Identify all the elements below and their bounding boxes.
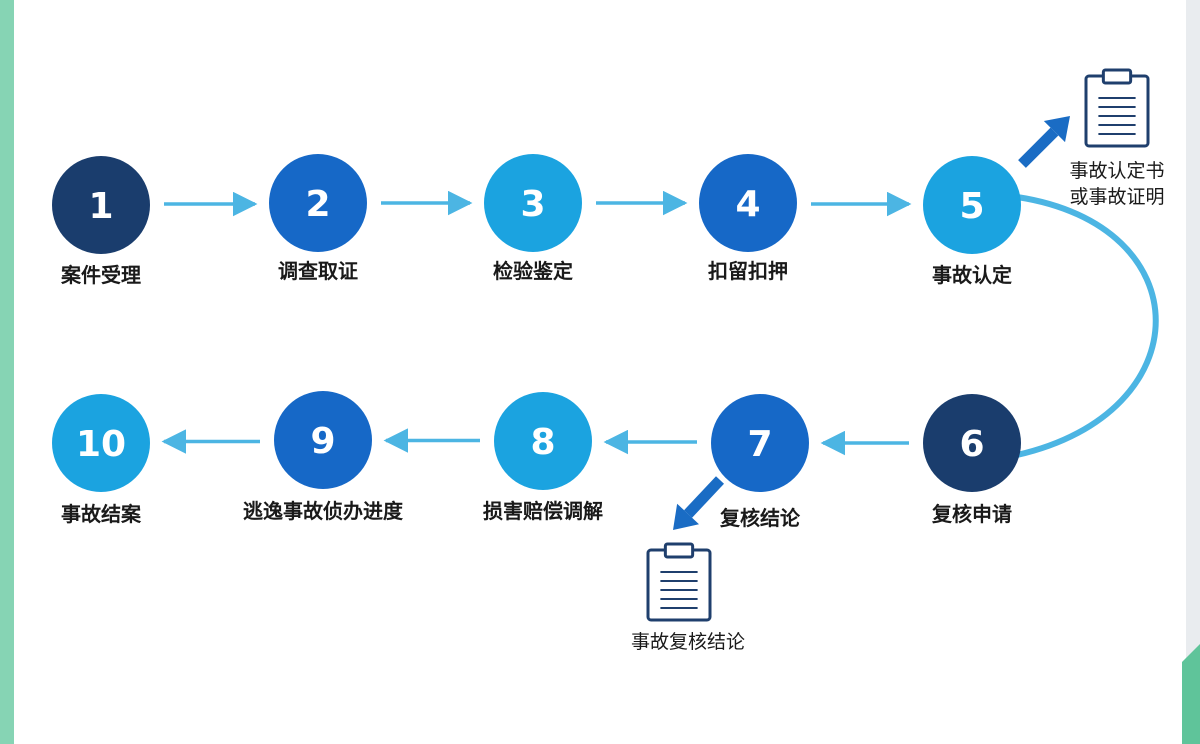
- pointer-arrow-icon: [673, 476, 725, 530]
- step-number: 5: [959, 186, 984, 227]
- step-label: 检验鉴定: [493, 259, 573, 283]
- steps-layer: 1 案件受理 2 调查取证 3 检验鉴定 4 扣留扣押 5 事故认定 6 复核申请 7 复核结论 8 损害赔偿…: [52, 154, 1021, 530]
- step-circle: [923, 394, 1021, 492]
- step-label: 事故结案: [61, 502, 142, 526]
- step-label: 复核申请: [931, 502, 1012, 526]
- clipboard-document-icon: [1084, 68, 1150, 148]
- document-label: 事故认定书: [1069, 160, 1164, 182]
- step-circle: [923, 156, 1021, 254]
- step-label: 逃逸事故侦办进度: [243, 499, 404, 523]
- step-node-3: 3 检验鉴定: [484, 154, 582, 283]
- step-node-1: 1 案件受理: [52, 156, 150, 287]
- curved-connector-5-to-6: [1014, 194, 1159, 458]
- document-step-7: 事故复核结论: [631, 476, 745, 653]
- step-node-8: 8 损害赔偿调解: [483, 392, 603, 523]
- step-number: 10: [76, 424, 126, 465]
- document-label: 事故复核结论: [631, 631, 745, 653]
- left-accent-band: [0, 0, 14, 744]
- step-number: 8: [530, 422, 555, 463]
- step-circle: [699, 154, 797, 252]
- right-accent-band: [1186, 0, 1200, 744]
- step-label: 案件受理: [60, 263, 141, 287]
- step-node-5: 5 事故认定: [923, 156, 1021, 287]
- step-number: 9: [310, 421, 335, 462]
- corner-accent: [1182, 644, 1200, 744]
- step-number: 3: [520, 184, 545, 225]
- step-circle: [52, 156, 150, 254]
- step-number: 6: [959, 424, 984, 465]
- step-node-2: 2 调查取证: [269, 154, 367, 283]
- step-label: 扣留扣押: [708, 259, 788, 283]
- step-circle: [494, 392, 592, 490]
- connectors-layer: [161, 190, 1159, 458]
- step-circle: [269, 154, 367, 252]
- step-node-7: 7 复核结论: [711, 394, 809, 530]
- step-label: 调查取证: [278, 259, 358, 283]
- step-number: 1: [88, 186, 113, 227]
- document-label: 或事故证明: [1069, 186, 1164, 208]
- step-circle: [274, 391, 372, 489]
- step-label: 事故认定: [932, 263, 1012, 287]
- step-node-10: 10 事故结案: [52, 394, 150, 526]
- step-number: 7: [747, 424, 772, 465]
- clipboard-document-icon: [646, 542, 712, 622]
- step-label: 复核结论: [719, 506, 801, 530]
- step-label: 损害赔偿调解: [483, 499, 603, 523]
- step-number: 2: [305, 184, 330, 225]
- pointer-arrow-icon: [1018, 116, 1070, 168]
- step-node-6: 6 复核申请: [923, 394, 1021, 526]
- step-node-9: 9 逃逸事故侦办进度: [243, 391, 404, 523]
- step-circle: [484, 154, 582, 252]
- step-number: 4: [735, 184, 760, 225]
- step-circle: [711, 394, 809, 492]
- step-node-4: 4 扣留扣押: [699, 154, 797, 283]
- step-circle: [52, 394, 150, 492]
